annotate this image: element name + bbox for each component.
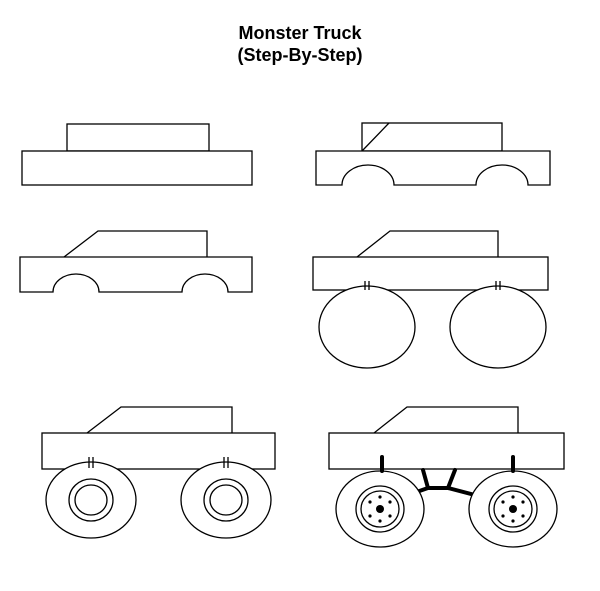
step-6-body — [328, 432, 565, 470]
step-2-truck — [315, 122, 551, 186]
step-5-tire-rear — [180, 461, 272, 539]
step-6-rim-rear-inner — [493, 490, 533, 528]
step-6-hub-rear — [509, 505, 517, 513]
step-5-rim-rear-outer — [203, 478, 249, 522]
step-4-wheel-rear — [449, 285, 547, 369]
step-6-shock-right — [446, 468, 457, 490]
step-2-body-with-wheel-wells — [315, 150, 551, 186]
step-6-rim-rear-outer — [488, 485, 538, 533]
step-4-body — [312, 256, 549, 291]
step-3-truck — [19, 230, 253, 293]
step-5-rim-rear-inner — [209, 484, 243, 516]
step-6-rim-front-inner — [360, 490, 400, 528]
step-6-rim-front-outer — [355, 485, 405, 533]
step-5-rim-front-outer — [68, 478, 114, 522]
step-6-lug-nuts-front — [368, 495, 392, 523]
step-5-truck — [41, 406, 276, 539]
step-4-wheel-front — [318, 285, 416, 369]
step-5-tire-front — [45, 461, 137, 539]
step-3-body-with-wheel-wells — [19, 256, 253, 293]
step-6-lug-nuts-rear — [501, 495, 525, 523]
step-5-cab — [86, 406, 233, 434]
step-6-hub-front — [376, 505, 384, 513]
page-title: Monster Truck — [238, 23, 362, 43]
step-1-truck — [21, 123, 253, 186]
step-2-cab-block — [361, 122, 503, 152]
step-4-cab — [356, 230, 499, 258]
step-5-rim-front-inner — [74, 484, 108, 516]
step-6-truck — [328, 406, 565, 548]
step-6-cab — [373, 406, 519, 434]
step-2-windshield-line — [361, 122, 390, 152]
step-1-body-block — [21, 150, 253, 186]
page-subtitle: (Step-By-Step) — [237, 45, 363, 65]
step-3-cab — [63, 230, 208, 258]
step-6-shock-left — [421, 468, 430, 490]
step-4-truck — [312, 230, 549, 369]
step-1-cab-block — [66, 123, 210, 152]
